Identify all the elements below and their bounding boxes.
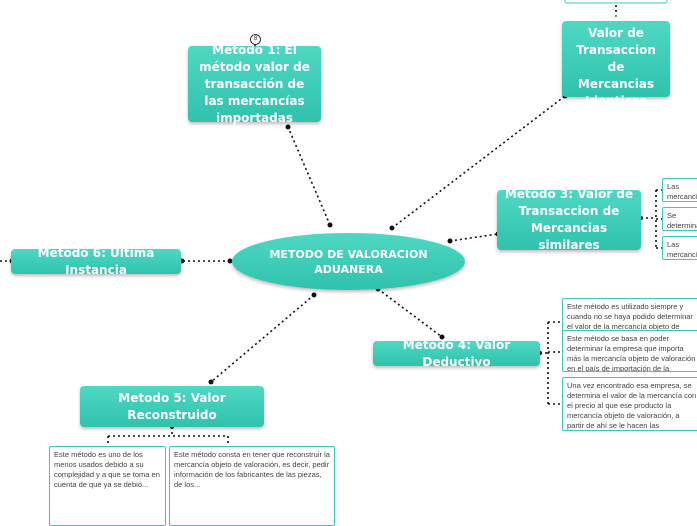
method-3-node[interactable]: Metodo 3: Valor de Transaccion de Mercan… bbox=[497, 187, 641, 252]
link-m1 bbox=[287, 126, 331, 226]
m3-note-1[interactable]: Las mercancías idénticas... bbox=[662, 178, 697, 202]
central-topic[interactable]: METODO DE VALORACION ADUANERA bbox=[232, 233, 465, 290]
link-m5-notes bbox=[107, 427, 229, 446]
method-1-node[interactable]: Metodo 1: El método valor de transacción… bbox=[188, 43, 321, 125]
link-m3 bbox=[449, 233, 499, 242]
link-m2 bbox=[391, 95, 566, 229]
link-m4-notes bbox=[540, 321, 562, 405]
m5-note-2[interactable]: Este método consta en tener que reconstr… bbox=[169, 446, 335, 526]
link-m3-notes bbox=[641, 189, 662, 249]
method-2-node[interactable]: Metodo 2: Valor de Transaccion de Mercan… bbox=[562, 9, 670, 108]
m3-note-2[interactable]: Se determina mayor ca... bbox=[662, 207, 697, 231]
m2-parent-stub bbox=[564, 0, 668, 4]
link-m5 bbox=[210, 294, 315, 383]
m3-note-3[interactable]: Las mercancías mismo pa... bbox=[662, 236, 697, 260]
m5-note-1[interactable]: Este método es uno de los menos usados d… bbox=[49, 446, 166, 526]
count-badge[interactable]: 8 bbox=[250, 34, 261, 45]
m4-note-3[interactable]: Una vez encontrado esa empresa, se deter… bbox=[562, 377, 697, 431]
link-m4 bbox=[377, 288, 443, 338]
method-4-node[interactable]: Metodo 4: Valor Deductivo bbox=[373, 338, 540, 369]
method-6-node[interactable]: Metodo 6: Ultima Instancia bbox=[11, 246, 181, 277]
m4-note-2[interactable]: Este método se basa en poder determinar … bbox=[562, 330, 697, 372]
method-5-node[interactable]: Metodo 5: Valor Reconstruido bbox=[80, 386, 264, 427]
